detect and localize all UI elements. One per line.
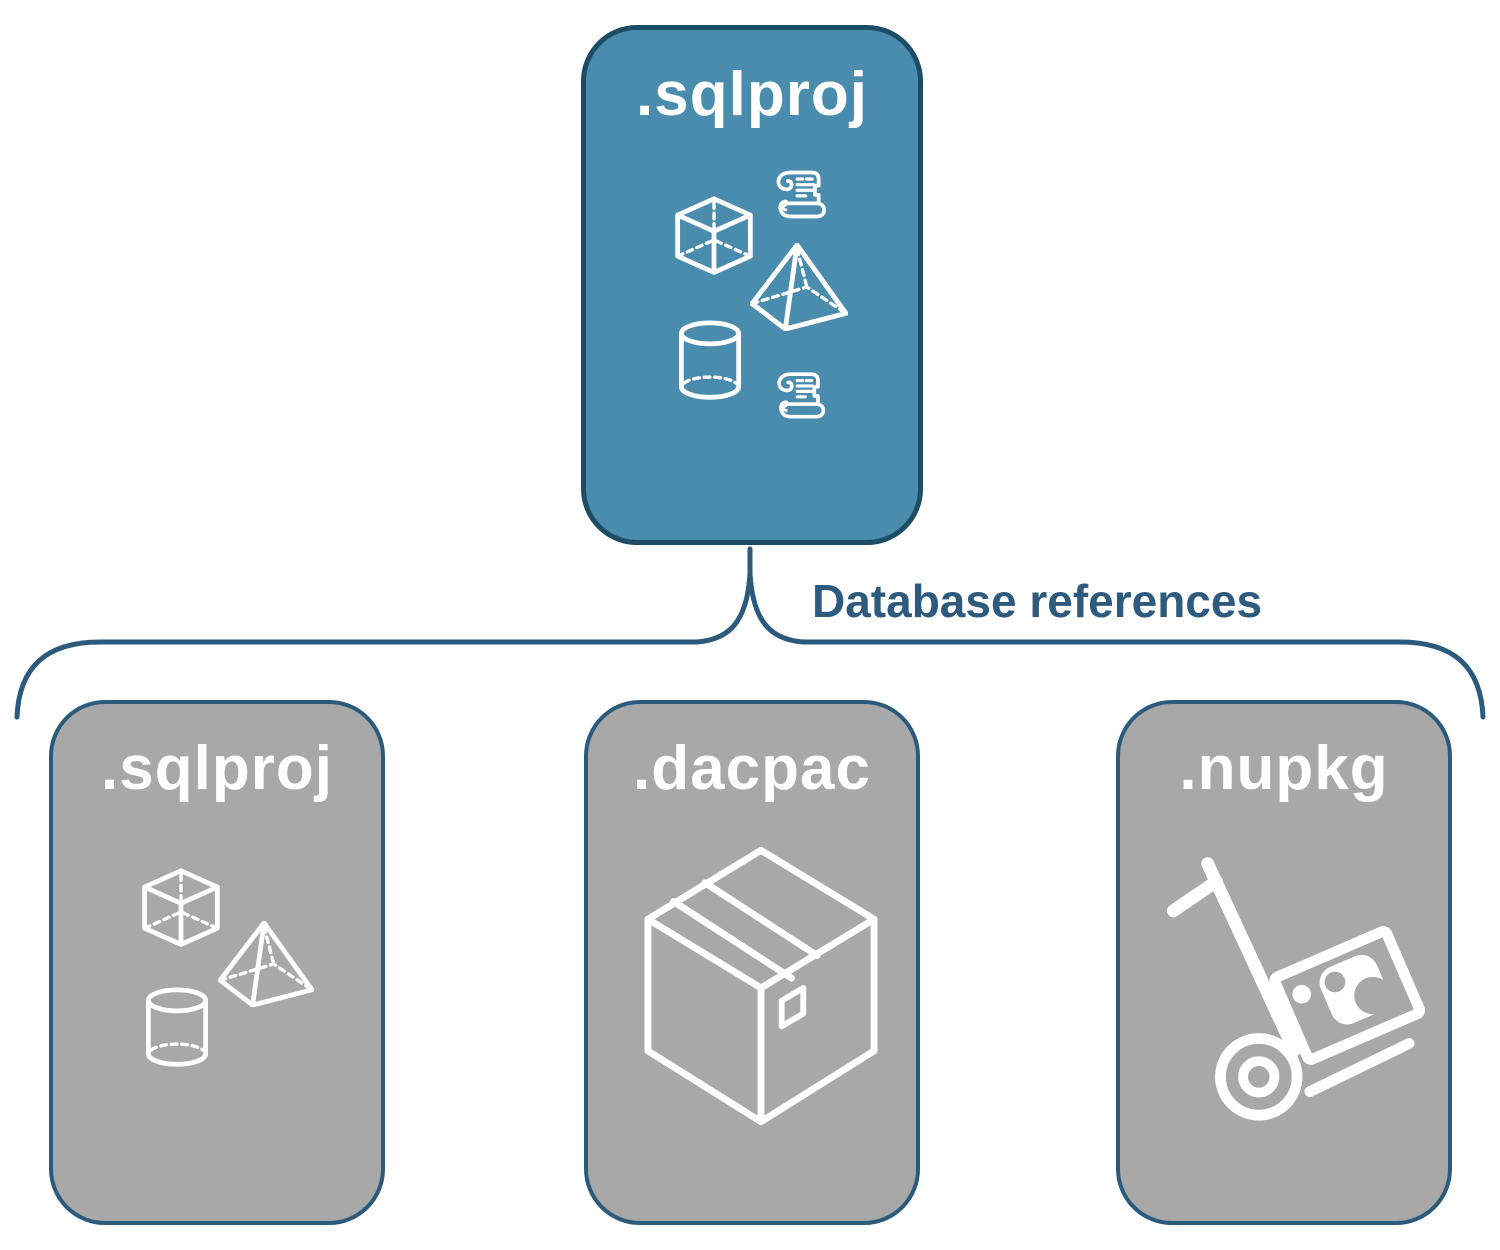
node-child-sqlproj: .sqlproj (49, 700, 385, 1225)
cube-icon (137, 867, 225, 955)
node-parent-sqlproj: .sqlproj (581, 25, 923, 545)
script-scroll-icon (770, 165, 828, 223)
node-child-dacpac: .dacpac (584, 700, 920, 1225)
parent-title: .sqlproj (636, 60, 868, 129)
child-title: .dacpac (633, 734, 871, 803)
pyramid-icon (750, 243, 848, 331)
database-cylinder-icon (678, 320, 742, 404)
pyramid-icon (217, 921, 315, 1007)
node-child-nupkg: .nupkg (1116, 700, 1452, 1225)
script-scroll-icon (771, 367, 827, 423)
database-cylinder-icon (145, 987, 209, 1071)
child-title: .nupkg (1179, 734, 1389, 803)
cube-icon (670, 195, 758, 283)
child-title: .sqlproj (101, 734, 333, 803)
package-box-icon (644, 846, 878, 1126)
connector-label: Database references (812, 575, 1263, 627)
nuget-dolly-icon (1164, 844, 1442, 1124)
